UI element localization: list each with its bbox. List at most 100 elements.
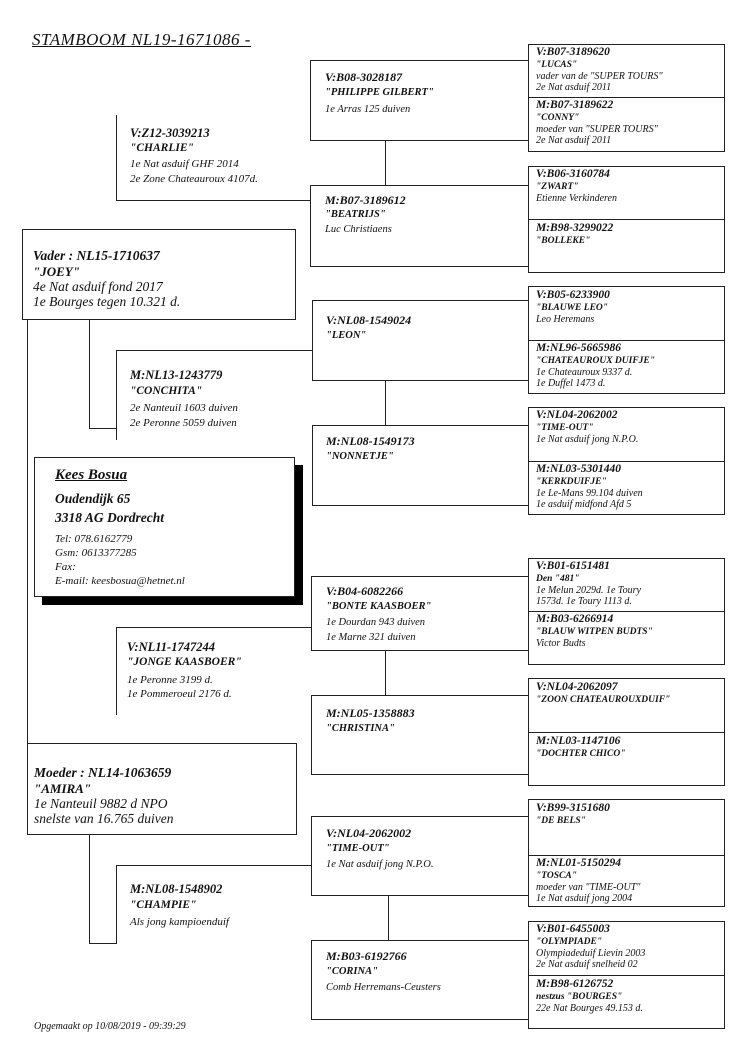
ggp-box: V:NL08-1549024 "LEON" <box>312 300 528 381</box>
connector <box>116 115 117 200</box>
pedigree-title: STAMBOOM NL19-1671086 - <box>32 30 251 49</box>
pigeon-name: "DE BELS" <box>536 816 586 826</box>
pigeon-id: V:NL04-2062002 <box>536 409 618 421</box>
owner-fax: Fax: <box>55 561 76 573</box>
pigeon-id: M:NL96-5665986 <box>536 342 621 354</box>
pigeon-info: 2e Nanteuil 1603 duiven <box>130 402 238 414</box>
pigeon-name: "CHRISTINA" <box>326 723 395 734</box>
pigeon-info: 2e Peronne 5059 duiven <box>130 417 237 429</box>
pigeon-name: "BONTE KAASBOER" <box>326 601 432 612</box>
pigeon-name: nestzus "BOURGES" <box>536 992 623 1002</box>
owner-street: Oudendijk 65 <box>55 491 131 506</box>
divider <box>528 855 725 856</box>
pigeon-info: vader van de "SUPER TOURS" <box>536 71 663 82</box>
pigeon-info: 2e Nat asduif 2011 <box>536 135 612 146</box>
pigeon-id: M:NL05-1358883 <box>326 706 415 720</box>
pigeon-id: M:NL03-5301440 <box>536 463 621 475</box>
divider <box>528 975 725 976</box>
pigeon-name: "ZOON CHATEAUROUXDUIF" <box>536 695 671 705</box>
pigeon-info: Luc Christiaens <box>325 224 392 235</box>
mother-info: 1e Nanteuil 9882 d NPO <box>34 796 168 811</box>
pigeon-name: "CONNY" <box>536 113 580 123</box>
pigeon-info: 22e Nat Bourges 49.153 d. <box>536 1003 643 1014</box>
pigeon-info: 1e Peronne 3199 d. <box>127 674 213 686</box>
pigeon-id: V:NL11-1747244 <box>127 640 215 654</box>
connector <box>89 943 116 944</box>
pigeon-id: V:B06-3160784 <box>536 168 610 180</box>
divider <box>528 219 725 220</box>
pigeon-name: "TIME-OUT" <box>326 843 390 854</box>
pigeon-info: 1e Nat asduif jong N.P.O. <box>326 859 434 870</box>
pigeon-info: 1573d. 1e Toury 1113 d. <box>536 596 632 607</box>
pigeon-name: "TIME-OUT" <box>536 423 594 433</box>
divider <box>528 611 725 612</box>
pigeon-id: V:B05-6233900 <box>536 289 610 301</box>
pigeon-info: Victor Budts <box>536 638 586 649</box>
pigeon-name: "DOCHTER CHICO" <box>536 749 626 759</box>
pigeon-id: V:B01-6455003 <box>536 923 610 935</box>
pigeon-name: "CONCHITA" <box>130 385 203 397</box>
pigeon-info: 1e Duffel 1473 d. <box>536 378 606 389</box>
pigeon-info: Als jong kampioenduif <box>130 916 229 928</box>
pigeon-info: Comb Herremans-Ceusters <box>326 982 441 993</box>
divider <box>528 340 725 341</box>
pigeon-id: M:NL01-5150294 <box>536 857 621 869</box>
connector <box>89 320 90 428</box>
owner-tel: Tel: 078.6162779 <box>55 533 133 545</box>
pigeon-id: M:NL13-1243779 <box>130 368 223 382</box>
pigeon-id: V:Z12-3039213 <box>130 126 210 140</box>
pigeon-info: 2e Zone Chateauroux 4107d. <box>130 173 258 185</box>
ggp-box: V:B08-3028187 "PHILIPPE GILBERT" 1e Arra… <box>310 60 528 141</box>
pigeon-info: Leo Heremans <box>536 314 595 325</box>
granddam-maternal: M:NL08-1548902 "CHAMPIE" Als jong kampio… <box>116 865 312 944</box>
gggp-group <box>528 799 725 907</box>
granddam-paternal: M:NL13-1243779 "CONCHITA" 2e Nanteuil 16… <box>116 350 312 440</box>
pigeon-name: "LEON" <box>326 330 367 341</box>
mother-name: "AMIRA" <box>34 781 92 796</box>
owner-city: 3318 AG Dordrecht <box>55 510 165 525</box>
owner-gsm: Gsm: 0613377285 <box>55 547 137 559</box>
pigeon-id: M:B07-3189622 <box>536 99 614 111</box>
pigeon-id: M:B98-6126752 <box>536 978 614 990</box>
pigeon-id: M:B98-3299022 <box>536 222 614 234</box>
pigeon-name: "NONNETJE" <box>326 451 394 462</box>
owner-email: E-mail: keesbosua@hetnet.nl <box>55 575 185 587</box>
pigeon-name: "KERKDUIFJE" <box>536 477 607 487</box>
pigeon-info: 1e Arras 125 duiven <box>325 104 411 115</box>
pigeon-name: "BEATRIJS" <box>325 209 386 220</box>
father-name: "JOEY" <box>33 264 80 279</box>
connector <box>385 650 386 695</box>
divider <box>528 461 725 462</box>
pigeon-info: Olympiadeduif Lievin 2003 <box>536 948 646 959</box>
ggp-box: M:B03-6192766 "CORINA" Comb Herremans-Ce… <box>311 940 528 1020</box>
owner-name: Kees Bosua <box>55 467 128 483</box>
generated-timestamp: Opgemaakt op 10/08/2019 - 09:39:29 <box>34 1021 186 1032</box>
mother-id: Moeder : NL14-1063659 <box>34 765 172 780</box>
pigeon-name: "BOLLEKE" <box>536 236 591 246</box>
ggp-box: M:B07-3189612 "BEATRIJS" Luc Christiaens <box>310 185 528 267</box>
pigeon-id: M:B07-3189612 <box>325 193 406 207</box>
pigeon-name: "LUCAS" <box>536 60 578 70</box>
divider <box>528 732 725 733</box>
pigeon-info: 1e Nat asduif GHF 2014 <box>130 158 239 170</box>
pigeon-id: V:NL04-2062002 <box>326 826 412 840</box>
pigeon-id: V:B01-6151481 <box>536 560 610 572</box>
father-box: Vader : NL15-1710637 "JOEY" 4e Nat asdui… <box>22 229 296 320</box>
pigeon-info: 1e Melun 2029d. 1e Toury <box>536 585 641 596</box>
pigeon-info: 1e Pommeroeul 2176 d. <box>127 688 232 700</box>
pigeon-id: V:B08-3028187 <box>325 70 403 84</box>
pigeon-id: M:NL08-1548902 <box>130 882 223 896</box>
pigeon-name: "BLAUWE LEO" <box>536 303 609 313</box>
connector <box>385 380 386 425</box>
connector <box>89 428 116 429</box>
pigeon-name: "JONGE KAASBOER" <box>127 656 242 668</box>
pigeon-info: 1e Chateauroux 9337 d. <box>536 367 633 378</box>
connector <box>385 140 386 185</box>
pigeon-info: 1e Dourdan 943 duiven <box>326 617 426 628</box>
gggp-group <box>528 44 725 152</box>
pigeon-info: 2e Nat asduif snelheid 02 <box>536 959 638 970</box>
pigeon-id: V:B04-6082266 <box>326 584 404 598</box>
pigeon-id: M:NL08-1549173 <box>326 434 415 448</box>
ggp-box: V:NL04-2062002 "TIME-OUT" 1e Nat asduif … <box>311 816 528 896</box>
pigeon-id: V:NL08-1549024 <box>326 313 412 327</box>
